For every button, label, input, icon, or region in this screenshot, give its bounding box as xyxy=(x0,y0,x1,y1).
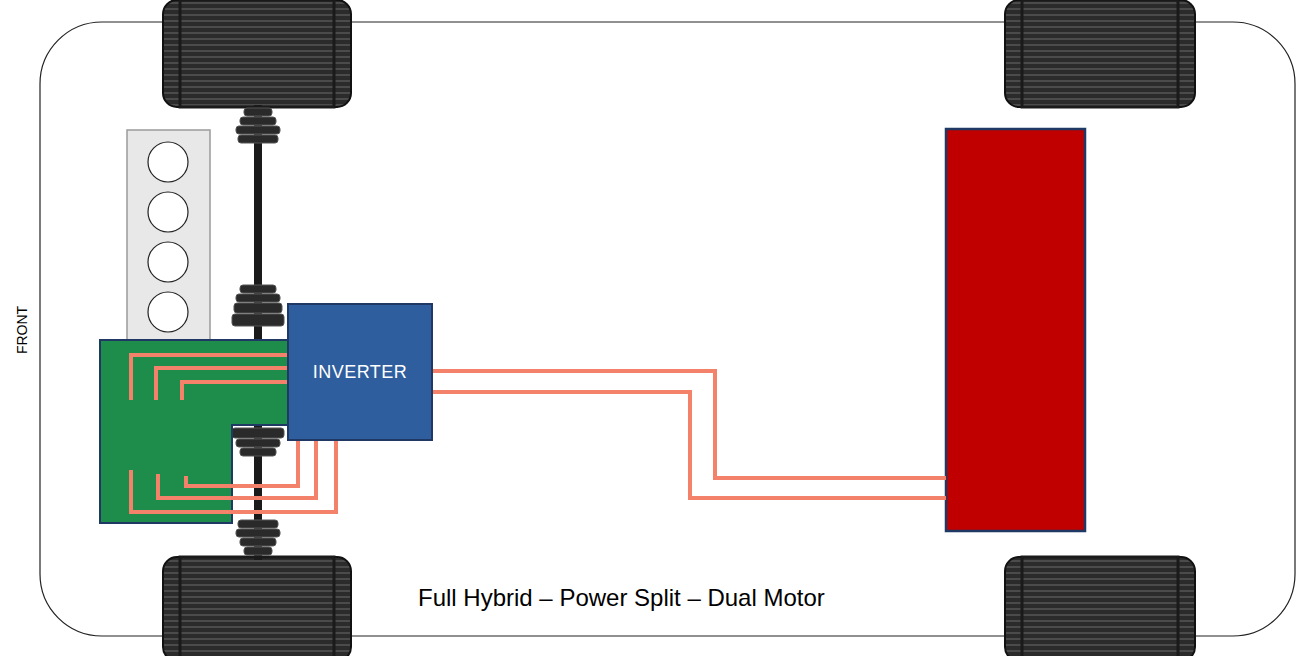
transaxle-motors xyxy=(100,340,292,523)
hv-wires xyxy=(131,355,946,512)
drive-shaft xyxy=(232,105,284,560)
battery xyxy=(946,129,1085,531)
diagram-caption: Full Hybrid – Power Split – Dual Motor xyxy=(418,584,825,612)
orientation-label: FRONT xyxy=(14,306,30,354)
inverter-box: INVERTER xyxy=(287,303,433,441)
tires xyxy=(163,0,1195,656)
car-body xyxy=(40,22,1295,636)
box-label: INVERTER xyxy=(313,362,408,383)
engine-block xyxy=(127,130,210,340)
